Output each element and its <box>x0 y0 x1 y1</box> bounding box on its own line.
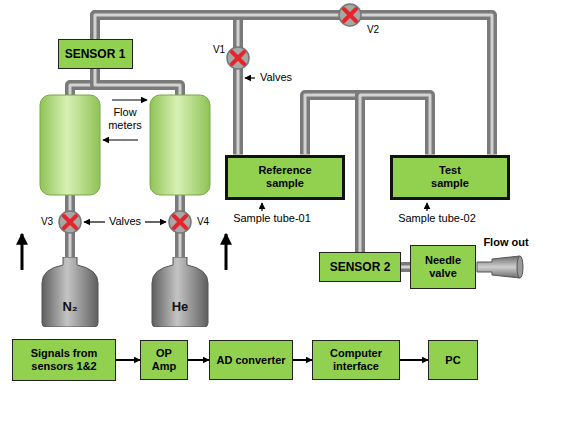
signal-arrow <box>400 360 428 361</box>
flow-meter-cylinder <box>150 95 210 195</box>
flow-direction-arrow <box>21 234 24 270</box>
valve-label: V4 <box>196 216 210 228</box>
leader-arrow <box>245 77 255 78</box>
valve-label: V2 <box>366 24 380 36</box>
valve-body <box>339 4 361 26</box>
signal-arrow <box>293 360 312 361</box>
node-text: Computer interface <box>321 347 391 373</box>
gas-cylinder-body <box>42 257 98 327</box>
valve-v1 <box>227 47 249 69</box>
valve-v3 <box>59 211 81 233</box>
node-text: SENSOR 1 <box>65 48 126 61</box>
gas-pipe <box>401 267 410 268</box>
leader-arrow <box>112 99 147 100</box>
node-text: Needle valve <box>418 254 468 280</box>
leader-arrow <box>426 203 427 211</box>
outlet-nozzle <box>477 256 520 278</box>
flow-meter-cylinder <box>40 95 100 195</box>
callout-label: Valves <box>108 215 142 228</box>
process-box: AD converter <box>209 340 293 380</box>
signal-line <box>400 359 428 361</box>
gas-cylinder-outline <box>40 257 100 327</box>
valve-body <box>227 47 249 69</box>
sample-tube-box: Test sample <box>390 155 510 200</box>
callout-label: Valves <box>259 71 293 84</box>
signal-arrow <box>188 360 209 361</box>
node-text: He <box>172 300 189 313</box>
process-box: PC <box>428 340 478 380</box>
gas-cylinder-outline <box>150 257 210 327</box>
signal-line <box>116 359 140 361</box>
valve-cross <box>344 9 356 21</box>
sensor-box: SENSOR 2 <box>319 252 401 282</box>
valve-v2 <box>339 4 361 26</box>
valve-label: V1 <box>212 44 226 56</box>
node-text: AD converter <box>216 354 285 367</box>
gas-cylinder-body <box>152 257 208 327</box>
sensor-box: SENSOR 1 <box>58 39 133 69</box>
valve-v4 <box>169 211 191 233</box>
outlet-label: Flow out <box>482 236 529 249</box>
leader-arrow <box>145 221 166 222</box>
signal-line <box>188 359 209 361</box>
valve-cross <box>232 52 244 64</box>
valve-cross <box>174 216 186 228</box>
leader-arrow <box>84 221 105 222</box>
gas-cylinder: N₂ <box>40 257 100 327</box>
signal-arrow <box>116 360 140 361</box>
signal-line <box>293 359 312 361</box>
flow-direction-arrow <box>225 234 228 270</box>
leader-arrow <box>261 203 262 211</box>
valve-body <box>169 211 191 233</box>
node-text: Test sample <box>420 164 480 190</box>
process-box: OP Amp <box>140 340 188 380</box>
callout-label: Flow meters <box>101 106 149 132</box>
callout-label: Sample tube-01 <box>232 212 312 225</box>
node-text: SENSOR 2 <box>330 261 391 274</box>
sample-tube-box: Reference sample <box>225 155 345 200</box>
nozzle-mouth <box>517 256 523 278</box>
node-text: OP Amp <box>149 347 179 373</box>
valve-body <box>59 211 81 233</box>
node-text: PC <box>445 354 460 367</box>
valve-cross <box>64 216 76 228</box>
pipe-highlight <box>401 266 410 269</box>
leader-arrow <box>103 139 138 140</box>
node-text: N₂ <box>62 300 77 313</box>
valve-label: V3 <box>40 216 54 228</box>
node-text: Signals from sensors 1&2 <box>19 347 109 373</box>
gas-cylinder: He <box>150 257 210 327</box>
needle-valve-box: Needle valve <box>410 245 476 289</box>
pipe-wall <box>401 262 410 272</box>
process-box: Computer interface <box>312 340 400 380</box>
callout-label: Sample tube-02 <box>397 212 477 225</box>
node-text: Reference sample <box>250 164 320 190</box>
process-box: Signals from sensors 1&2 <box>12 339 116 381</box>
